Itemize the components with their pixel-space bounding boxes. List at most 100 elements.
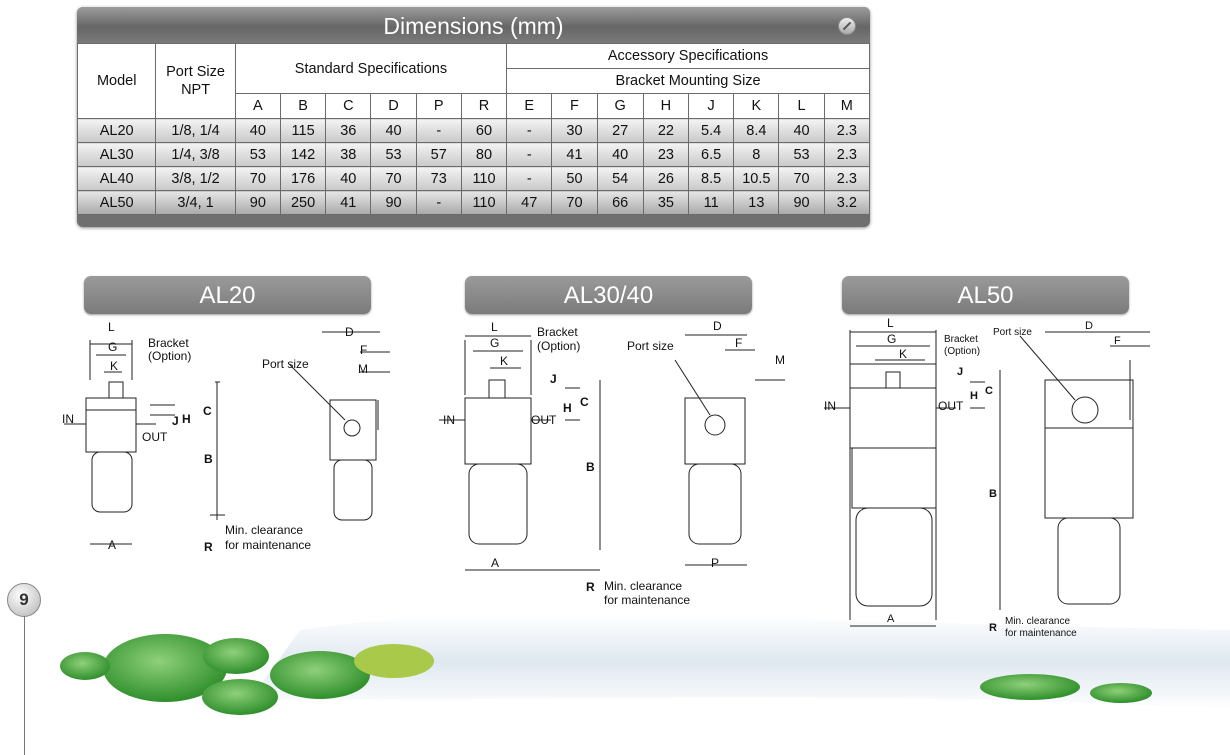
- in-label: IN: [62, 412, 74, 426]
- for-maintenance-label: for maintenance: [1005, 628, 1077, 639]
- dimension-cell: 2.3: [823, 118, 870, 143]
- dimension-cell: 8: [733, 142, 780, 167]
- port-size-label: Port size: [993, 327, 1032, 338]
- page-number-badge: 9: [7, 583, 41, 617]
- page-marker-line: [24, 616, 25, 755]
- in-label: IN: [824, 399, 836, 413]
- dim-k-label: K: [899, 347, 908, 361]
- dimension-cell: 110: [460, 190, 508, 215]
- dimension-cell: 6.5: [688, 142, 735, 167]
- dimension-cell: 60: [460, 118, 508, 143]
- dim-b-label: B: [204, 452, 213, 466]
- dimension-cell: 115: [279, 118, 327, 143]
- dim-f-label: F: [735, 336, 743, 350]
- dim-r-label: R: [989, 622, 997, 634]
- dim-d-label: D: [1085, 320, 1093, 332]
- dimension-cell: 40: [778, 118, 825, 143]
- out-label: OUT: [938, 399, 964, 413]
- lily-pad: [202, 679, 278, 715]
- dimension-cell: 70: [778, 166, 825, 191]
- dimension-cell: 250: [279, 190, 327, 215]
- dimension-cell: 41: [551, 142, 598, 167]
- dim-m-label: M: [775, 353, 785, 367]
- out-label: OUT: [142, 430, 168, 444]
- lily-pad: [354, 644, 434, 678]
- lily-pond-decoration: [60, 614, 1230, 715]
- dimension-cell: 8.5: [688, 166, 735, 191]
- dim-g-label: G: [490, 336, 500, 350]
- pencil-icon: [838, 17, 856, 35]
- dim-c-label: C: [985, 385, 993, 397]
- dimension-cell: 40: [325, 166, 372, 191]
- dim-r-label: R: [586, 580, 595, 594]
- dimension-cell: 36: [325, 118, 372, 143]
- dim-d-label: D: [345, 325, 354, 339]
- dimension-cell: 90: [778, 190, 825, 215]
- lily-pad: [203, 638, 269, 674]
- dimension-cell: 3.2: [823, 190, 870, 215]
- dim-l-label: L: [491, 320, 498, 334]
- dimension-letter-cell: M: [823, 93, 870, 119]
- dimension-cell: 80: [460, 142, 508, 167]
- dim-h-label: H: [182, 412, 191, 426]
- dimension-letter-cell: J: [688, 93, 735, 119]
- section-al30-40-header: AL30/40: [465, 276, 752, 314]
- dim-g-label: G: [108, 340, 118, 354]
- lily-pad: [980, 674, 1080, 700]
- dimension-cell: 2.3: [823, 166, 870, 191]
- port-size-header: Port Size NPT: [155, 43, 236, 119]
- table-title: Dimensions (mm): [77, 7, 870, 43]
- dimension-cell: 47: [506, 190, 553, 215]
- dimension-cell: 26: [642, 166, 690, 191]
- dim-a-label: A: [491, 556, 500, 570]
- dimension-cell: 70: [370, 166, 417, 191]
- dimensions-table: Dimensions (mm) Model Port Size NPT Stan…: [77, 7, 870, 227]
- dimension-cell: 57: [415, 142, 462, 167]
- min-clearance-label: Min. clearance: [1005, 616, 1071, 627]
- dimension-cell: 40: [370, 118, 417, 143]
- dim-k-label: K: [110, 359, 119, 373]
- lily-pad: [60, 652, 110, 680]
- dimension-cell: 70: [551, 190, 598, 215]
- bracket-label: Bracket: [537, 325, 578, 339]
- option-label: (Option): [537, 339, 581, 353]
- dimension-cell: 53: [370, 142, 417, 167]
- dim-j-label: J: [550, 372, 557, 386]
- dimension-cell: 38: [325, 142, 372, 167]
- dimension-cell: -: [506, 118, 553, 143]
- dim-h-label: H: [563, 401, 572, 415]
- option-label: (Option): [944, 346, 981, 357]
- dim-c-label: C: [580, 395, 589, 409]
- table-title-text: Dimensions (mm): [383, 13, 564, 39]
- al30-40-lubricator-diagram: [439, 334, 785, 571]
- dimension-cell: 35: [642, 190, 690, 215]
- dimension-cell: 27: [596, 118, 644, 143]
- dimension-cell: -: [415, 190, 462, 215]
- dimension-cell: 40: [596, 142, 644, 167]
- lily-pad: [270, 651, 370, 699]
- dim-m-label: M: [358, 362, 368, 376]
- al20-lubricator-diagram: [64, 331, 390, 545]
- dimension-cell: 5.4: [688, 118, 735, 143]
- dimension-letter-cell: K: [733, 93, 780, 119]
- min-clearance-label: Min. clearance: [604, 579, 683, 593]
- dimension-cell: 53: [778, 142, 825, 167]
- out-label: OUT: [531, 413, 557, 427]
- standard-spec-header: Standard Specifications: [234, 43, 508, 94]
- bracket-label: Bracket: [944, 334, 978, 345]
- in-label: IN: [443, 413, 455, 427]
- section-al50-header: AL50: [842, 276, 1129, 314]
- dim-a-label: A: [887, 613, 895, 625]
- dimension-cell: 40: [234, 118, 281, 143]
- dimension-cell: -: [415, 118, 462, 143]
- dim-b-label: B: [989, 488, 997, 500]
- dimension-cell: 8.4: [733, 118, 780, 143]
- lily-pad: [1090, 683, 1152, 703]
- accessory-spec-header: Accessory Specifications: [506, 43, 870, 69]
- dimension-cell: 22: [642, 118, 690, 143]
